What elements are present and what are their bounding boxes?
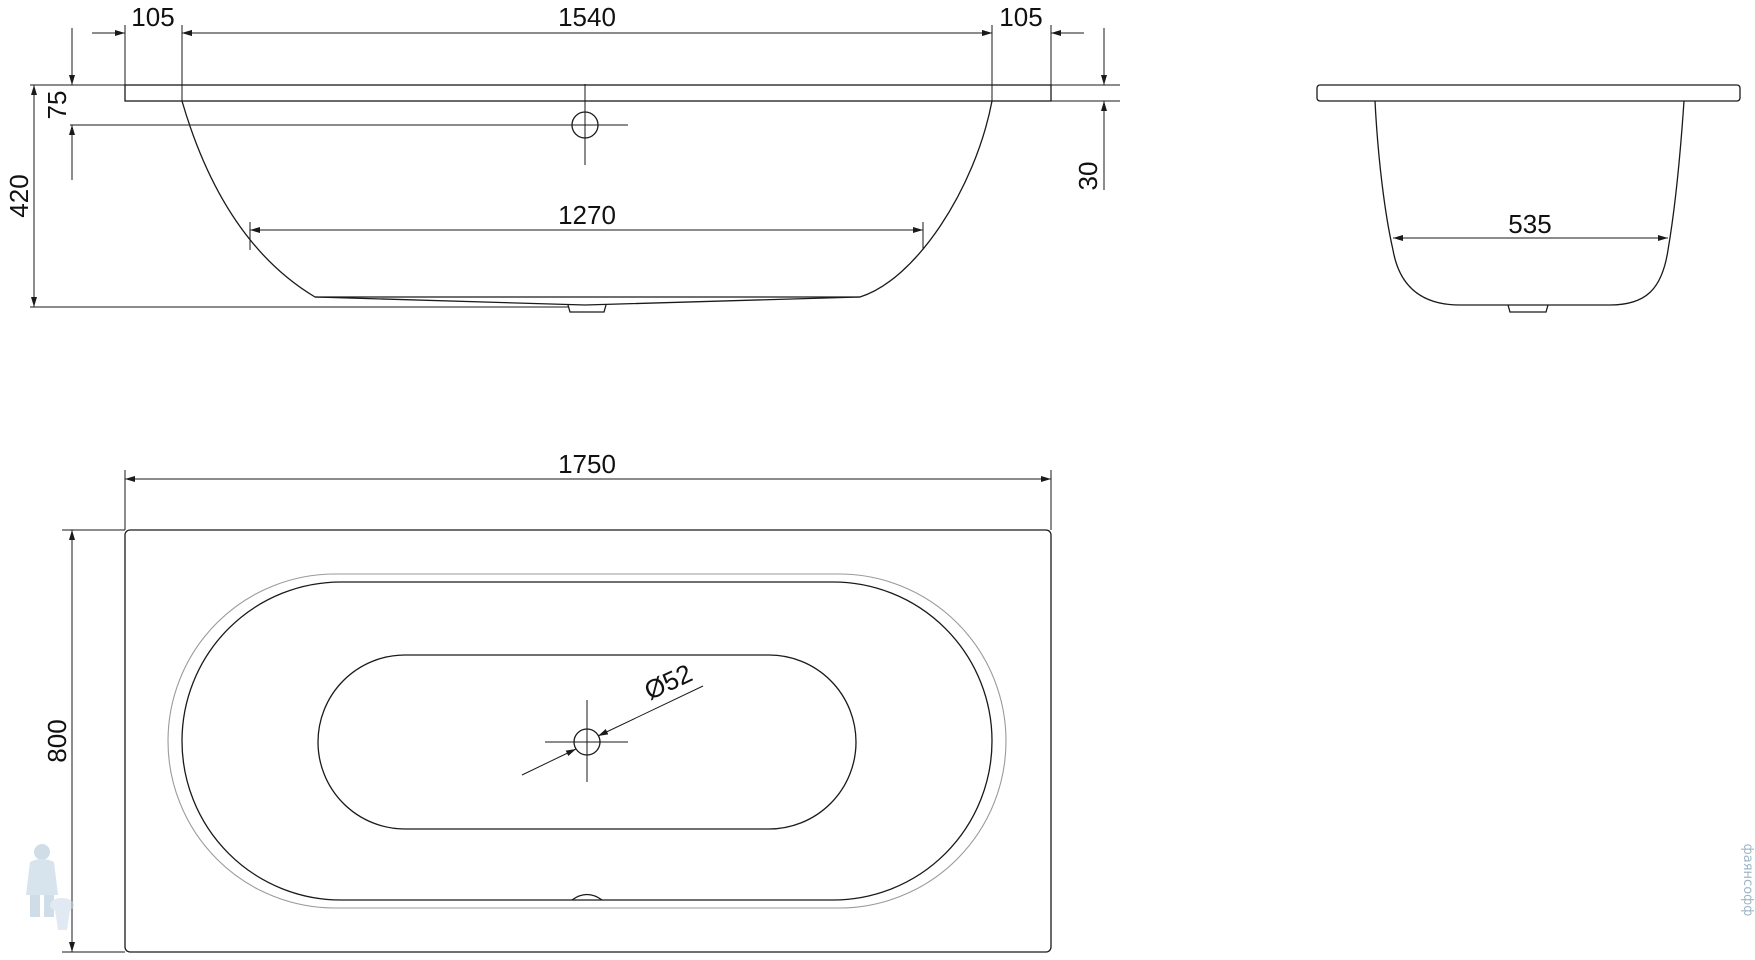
end-elevation-view: 535 (1316, 84, 1741, 313)
dim-105-left: 105 (131, 2, 174, 32)
plan-outline (124, 529, 1052, 953)
overflow-marker (571, 893, 603, 901)
dim-d52: Ø52 (640, 658, 697, 706)
dim-800: 800 (42, 719, 72, 762)
drain-outlet (567, 304, 607, 313)
plan-view: Ø52 1750 800 (42, 449, 1052, 953)
rim-outline (124, 84, 1052, 102)
dim-1750: 1750 (558, 449, 616, 479)
end-drain-outlet (1507, 304, 1549, 313)
side-elevation-view: 1540 105 105 75 420 30 1270 (4, 2, 1120, 313)
tub-body-outline (181, 100, 993, 298)
basin-inner-contour (181, 581, 993, 901)
end-rim-outline (1316, 84, 1741, 102)
dim-105-right: 105 (999, 2, 1042, 32)
dim-75: 75 (42, 91, 72, 120)
end-body-outline (1374, 100, 1685, 306)
plumber-mascot-icon (26, 844, 74, 930)
basin-bottom-area (317, 654, 857, 830)
dim-420: 420 (4, 174, 34, 217)
basin-outer-contour (167, 573, 1007, 909)
dim-1270: 1270 (558, 200, 616, 230)
watermark-side-text: фаянсофф (1740, 844, 1755, 917)
dim-535: 535 (1508, 209, 1551, 239)
dim-30: 30 (1073, 162, 1103, 191)
dim-1540: 1540 (558, 2, 616, 32)
